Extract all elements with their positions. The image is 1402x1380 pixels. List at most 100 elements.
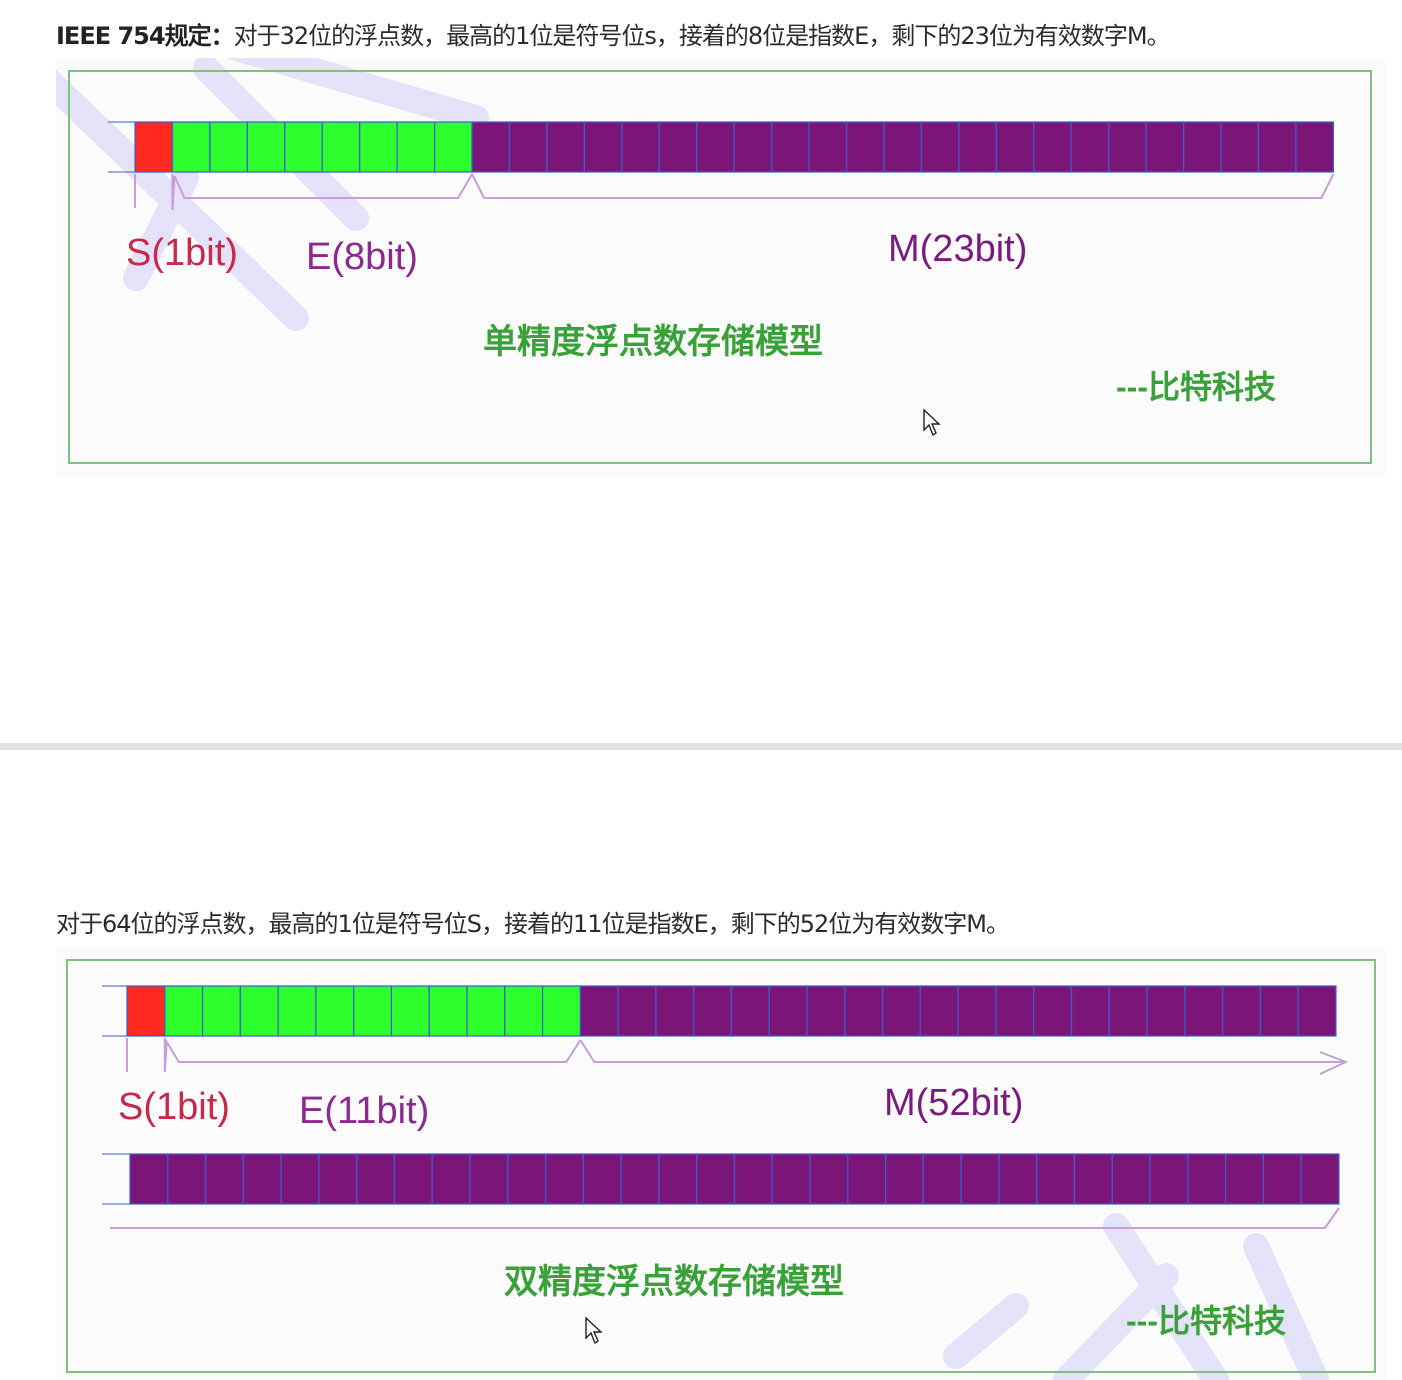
double-mantissa-bit-cell [620,1153,660,1205]
section2-frame [66,959,1376,1373]
double-mantissa-bit-cell [696,1153,736,1205]
double-mantissa-bit-cell [1149,1153,1189,1205]
single-exponent-bit-cell [171,121,211,173]
double-exponent-bit-cell [390,985,430,1037]
single-mantissa-bit-cell [1145,121,1185,173]
double-mantissa-bit-cell [1262,1153,1302,1205]
single-mantissa-bit-cell [1295,121,1334,173]
double-mantissa-bit-cell [960,1153,1000,1205]
double-mantissa-bit-cell [507,1153,547,1205]
double-mantissa-bit-cell [1222,985,1261,1037]
single-mantissa-bit-cell [808,121,848,173]
double-mantissa-bit-cell [544,1153,584,1205]
double-exponent-bit-cell [541,985,581,1037]
caption: 双精度浮点数存储模型 [504,1263,844,1301]
single-mantissa-bit-cell [696,121,735,173]
double-mantissa-bit-cell [881,985,921,1037]
credit: ---比特科技 [1116,369,1276,405]
double-mantissa-bit-cell [1033,985,1073,1037]
single-exponent-bit-cell [396,121,436,173]
single-exponent-bit-cell [209,121,248,173]
single-mantissa-bit-cell [1033,121,1072,173]
double-exponent-bit-cell [277,985,317,1037]
single-exponent-bit-cell [434,121,473,173]
exponent-bracket [171,173,473,211]
double-mantissa-bit-cell [1146,985,1186,1037]
double-mantissa-bit-cell [1184,985,1224,1037]
single-mantissa-bit-cell [658,121,698,173]
single-mantissa-bit-cell [1182,121,1222,173]
double-exponent-bit-cell [466,985,506,1037]
double-mantissa-bit-cell [733,1153,773,1205]
section2-diagram [102,985,1349,1229]
double-mantissa-bit-cell [582,1153,622,1205]
double-mantissa-bit-cell [1225,1153,1264,1205]
single-mantissa-bit-cell [733,121,773,173]
single-mantissa-bit-cell [1220,121,1260,173]
double-exponent-bit-cell [201,985,241,1037]
double-mantissa-bit-cell [356,1153,396,1205]
single-mantissa-bit-cell [920,121,960,173]
double-exponent-bit-cell [504,985,544,1037]
single-mantissa-bit-cell [471,121,511,173]
section1-heading-text: 对于32位的浮点数，最高的1位是符号位s，接着的8位是指数E，剩下的23位为有效… [233,22,1171,50]
double-mantissa-bit-cell [242,1153,282,1205]
single-exponent-bit-cell [321,121,361,173]
double-mantissa-bit-cell [1259,985,1299,1037]
double-mantissa-bit-cell [469,1153,509,1205]
mantissa-label: M(52bit) [884,1082,1024,1124]
single-exponent-bit-cell [359,121,398,173]
double-mantissa-bit-cell [431,1153,471,1205]
double-mantissa-bit-cell [204,1153,244,1205]
double-sign-bit-cell [126,985,166,1037]
single-mantissa-bit-cell [771,121,810,173]
single-mantissa-bit-cell [1257,121,1297,173]
section1-heading-bold: IEEE 754规定： [56,22,235,50]
section1-frame [68,70,1372,464]
double-mantissa-bit-cell [318,1153,358,1205]
double-mantissa-bit-cell [617,985,657,1037]
double-mantissa-bit-cell [847,1153,887,1205]
double-mantissa-bit-cell [844,985,884,1037]
double-mantissa-bit-cell [658,1153,698,1205]
double-exponent-bit-cell [239,985,279,1037]
double-exponent-bit-cell [315,985,355,1037]
single-mantissa-bit-cell [621,121,660,173]
double-exponent-bit-cell [353,985,393,1037]
double-mantissa-bit-cell [730,985,770,1037]
double-mantissa-bit-cell [771,1153,811,1205]
double-mantissa-bit-cell [1300,1153,1340,1205]
single-exponent-bit-cell [284,121,323,173]
section1-image: S(1bit) E(8bit) M(23bit) 单精度浮点数存储模型 ---比… [56,58,1386,478]
caption: 单精度浮点数存储模型 [483,323,823,361]
single-mantissa-bit-cell [583,121,623,173]
single-mantissa-bit-cell [845,121,885,173]
mantissa-continuation-bracket [110,1207,1340,1229]
section2-heading: 对于64位的浮点数，最高的1位是符号位S，接着的11位是指数E，剩下的52位为有… [56,904,1010,939]
section2-heading-text: 对于64位的浮点数，最高的1位是符号位S，接着的11位是指数E，剩下的52位为有… [56,910,1010,938]
double-mantissa-bit-cell [579,985,619,1037]
mouse-cursor-icon [923,408,941,437]
single-mantissa-bit-cell [958,121,997,173]
single-mantissa-bit-cell [508,121,548,173]
double-mantissa-bit-cell [280,1153,320,1205]
arrow-head-icon [1319,1051,1349,1075]
section1-diagram [108,121,1335,211]
exponent-label: E(11bit) [299,1090,430,1132]
double-mantissa-bit-cell [1297,985,1337,1037]
mantissa-arrow-line [579,1039,1346,1063]
double-mantissa-bit-cell [998,1153,1038,1205]
double-mantissa-bit-cell [919,985,959,1037]
double-mantissa-bit-cell [884,1153,924,1205]
double-mantissa-bit-cell [1073,1153,1113,1205]
single-exponent-bit-cell [246,121,286,173]
double-mantissa-bit-cell [393,1153,433,1205]
double-mantissa-bit-cell [167,1153,207,1205]
single-mantissa-bit-cell [883,121,923,173]
double-mantissa-bit-cell [995,985,1035,1037]
double-mantissa-bit-cell [809,1153,849,1205]
sign-label: S(1bit) [126,232,238,274]
double-mantissa-bit-cell [1111,1153,1151,1205]
credit: ---比特科技 [1126,1303,1286,1339]
double-mantissa-bit-cell [655,985,695,1037]
